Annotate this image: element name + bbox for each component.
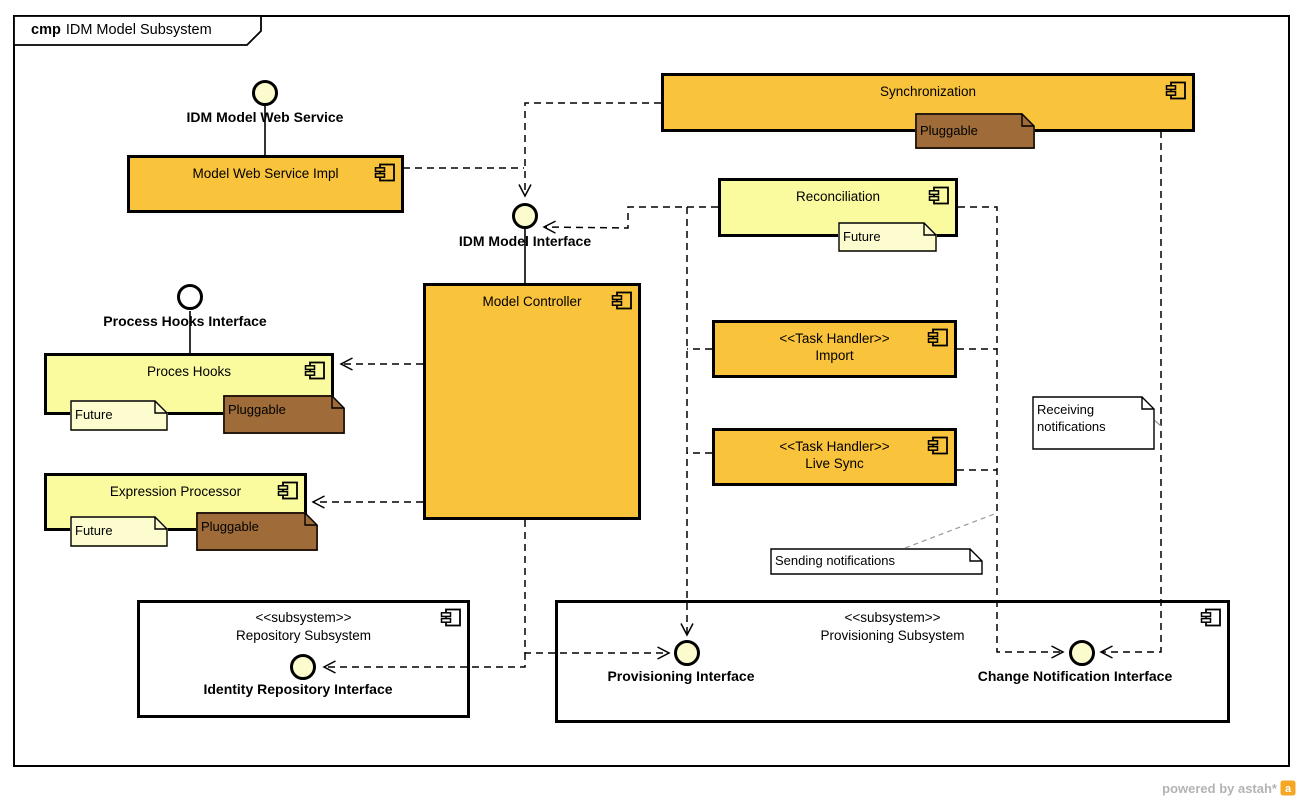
note-outline xyxy=(70,400,168,431)
note-body xyxy=(770,548,983,575)
note-proces-hooks-future[interactable]: Future xyxy=(70,400,168,431)
frame-name: IDM Model Subsystem xyxy=(65,22,212,38)
component-model-controller[interactable]: Model Controller xyxy=(423,283,641,520)
note-text: Pluggable xyxy=(920,123,978,138)
component-icon xyxy=(927,436,949,460)
component-label: Proces Hooks xyxy=(146,364,232,379)
note-body xyxy=(915,113,1035,149)
note-text: Future xyxy=(843,229,881,244)
note-text: Future xyxy=(75,523,113,538)
interface-label: Process Hooks Interface xyxy=(103,313,267,329)
component-icon xyxy=(928,186,950,210)
component-icon xyxy=(304,361,326,385)
component-icon xyxy=(1165,81,1187,105)
component-icon xyxy=(374,163,396,187)
note-proces-hooks-pluggable[interactable]: Pluggable xyxy=(223,395,345,434)
note-text: Pluggable xyxy=(201,519,259,534)
note-text: Sending notifications xyxy=(775,553,895,568)
note-body xyxy=(196,512,318,551)
note-reconciliation-future[interactable]: Future xyxy=(838,222,937,252)
note-outline xyxy=(70,516,168,547)
interface-ball-provisioning[interactable] xyxy=(674,640,700,666)
watermark: powered by astah* a xyxy=(1100,780,1296,799)
subsystem-name: Provisioning Subsystem xyxy=(820,628,965,643)
note-expression-pluggable[interactable]: Pluggable xyxy=(196,512,318,551)
note-outline xyxy=(915,113,1035,149)
interface-ball-idm-model-web-service[interactable] xyxy=(252,80,278,106)
note-outline xyxy=(223,395,345,434)
component-label: Expression Processor xyxy=(109,484,242,499)
component-icon xyxy=(1200,608,1222,632)
note-receiving-notifications[interactable]: Receiving notifications xyxy=(1032,396,1155,450)
interface-label: Change Notification Interface xyxy=(977,668,1173,684)
interface-ball-change-notification[interactable] xyxy=(1069,640,1095,666)
note-body xyxy=(223,395,345,434)
component-icon xyxy=(927,328,949,352)
component-stereotype: <<Task Handler>> xyxy=(779,331,890,346)
component-stereotype: <<Task Handler>> xyxy=(779,439,890,454)
interface-label: Provisioning Interface xyxy=(607,668,755,684)
component-icon xyxy=(440,608,462,632)
component-label: Model Controller xyxy=(482,294,582,309)
note-text: Future xyxy=(75,407,113,422)
note-sync-pluggable[interactable]: Pluggable xyxy=(915,113,1035,149)
component-live-sync-task-handler[interactable]: <<Task Handler>> Live Sync xyxy=(712,428,957,486)
note-outline xyxy=(838,222,937,252)
component-label: Import xyxy=(815,348,854,363)
note-body xyxy=(70,400,168,431)
note-expression-future[interactable]: Future xyxy=(70,516,168,547)
note-text: Receiving notifications xyxy=(1037,402,1106,434)
component-label: Model Web Service Impl xyxy=(192,166,339,181)
interface-label: Identity Repository Interface xyxy=(203,681,393,697)
svg-text:a: a xyxy=(1285,783,1292,795)
component-label: Synchronization xyxy=(879,84,977,99)
note-body xyxy=(838,222,937,252)
interface-label: IDM Model Interface xyxy=(458,233,592,249)
component-model-web-service-impl[interactable]: Model Web Service Impl xyxy=(127,155,404,213)
note-body xyxy=(70,516,168,547)
subsystem-name: Repository Subsystem xyxy=(235,628,372,643)
interface-ball-identity-repository[interactable] xyxy=(290,654,316,680)
subsystem-stereotype: <<subsystem>> xyxy=(844,610,941,625)
interface-ball-process-hooks[interactable] xyxy=(177,284,203,310)
note-text: Pluggable xyxy=(228,402,286,417)
component-label: Reconciliation xyxy=(795,189,881,204)
subsystem-stereotype: <<subsystem>> xyxy=(255,610,352,625)
note-sending-notifications[interactable]: Sending notifications xyxy=(770,548,983,575)
component-import-task-handler[interactable]: <<Task Handler>> Import xyxy=(712,320,957,378)
astah-logo-icon: a xyxy=(1280,780,1296,799)
interface-label: IDM Model Web Service xyxy=(186,109,344,125)
component-icon xyxy=(611,291,633,315)
interface-ball-idm-model-interface[interactable] xyxy=(512,203,538,229)
component-icon xyxy=(277,481,299,505)
frame-keyword: cmp xyxy=(31,22,61,38)
subsystem-provisioning[interactable]: <<subsystem>> Provisioning Subsystem xyxy=(555,600,1230,723)
watermark-text: powered by astah* xyxy=(1162,781,1277,796)
note-outline xyxy=(196,512,318,551)
component-label: Live Sync xyxy=(805,456,864,471)
